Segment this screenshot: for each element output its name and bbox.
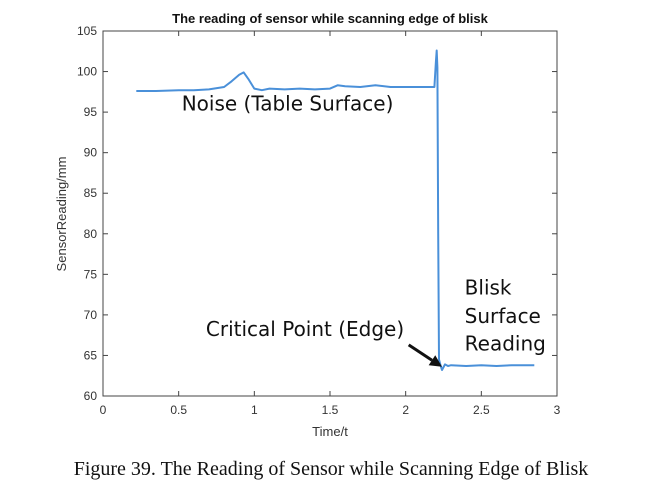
y-axis-label: SensorReading/mm bbox=[54, 157, 69, 272]
annotation-text: Blisk bbox=[465, 276, 512, 300]
y-tick-label: 95 bbox=[84, 105, 98, 119]
y-tick-label: 85 bbox=[84, 186, 98, 200]
x-tick-label: 1 bbox=[251, 403, 258, 417]
y-tick-label: 105 bbox=[77, 24, 97, 38]
x-tick-label: 1.5 bbox=[322, 403, 339, 417]
x-tick-label: 0 bbox=[100, 403, 107, 417]
series-line bbox=[136, 49, 535, 371]
y-tick-label: 65 bbox=[84, 348, 98, 362]
x-tick-label: 2 bbox=[402, 403, 409, 417]
plot-frame bbox=[102, 30, 558, 397]
x-axis-label: Time/t bbox=[312, 424, 348, 439]
annotation-text: Reading bbox=[465, 332, 546, 356]
annotation-text: Noise (Table Surface) bbox=[182, 91, 394, 115]
y-tick-label: 100 bbox=[77, 65, 97, 79]
x-tick-label: 3 bbox=[554, 403, 561, 417]
figure-caption: Figure 39. The Reading of Sensor while S… bbox=[73, 458, 589, 480]
y-tick-label: 60 bbox=[84, 389, 98, 403]
chart-title: The reading of sensor while scanning edg… bbox=[172, 11, 488, 26]
x-tick-label: 0.5 bbox=[170, 403, 187, 417]
y-tick-label: 75 bbox=[84, 267, 98, 281]
y-tick-label: 70 bbox=[84, 308, 98, 322]
annotation-text: Critical Point (Edge) bbox=[206, 317, 404, 341]
x-tick-label: 2.5 bbox=[473, 403, 490, 417]
line-chart: 0 0.5 1 1.5 2 2.5 3 60 65 70 75 80 85 90 95 100 105Noise… bbox=[54, 11, 561, 439]
annotation-text: Surface bbox=[465, 304, 541, 328]
y-tick-label: 80 bbox=[84, 227, 98, 241]
arrow-shaft bbox=[407, 343, 433, 362]
arrow-head bbox=[428, 355, 442, 367]
y-tick-label: 90 bbox=[84, 146, 98, 160]
